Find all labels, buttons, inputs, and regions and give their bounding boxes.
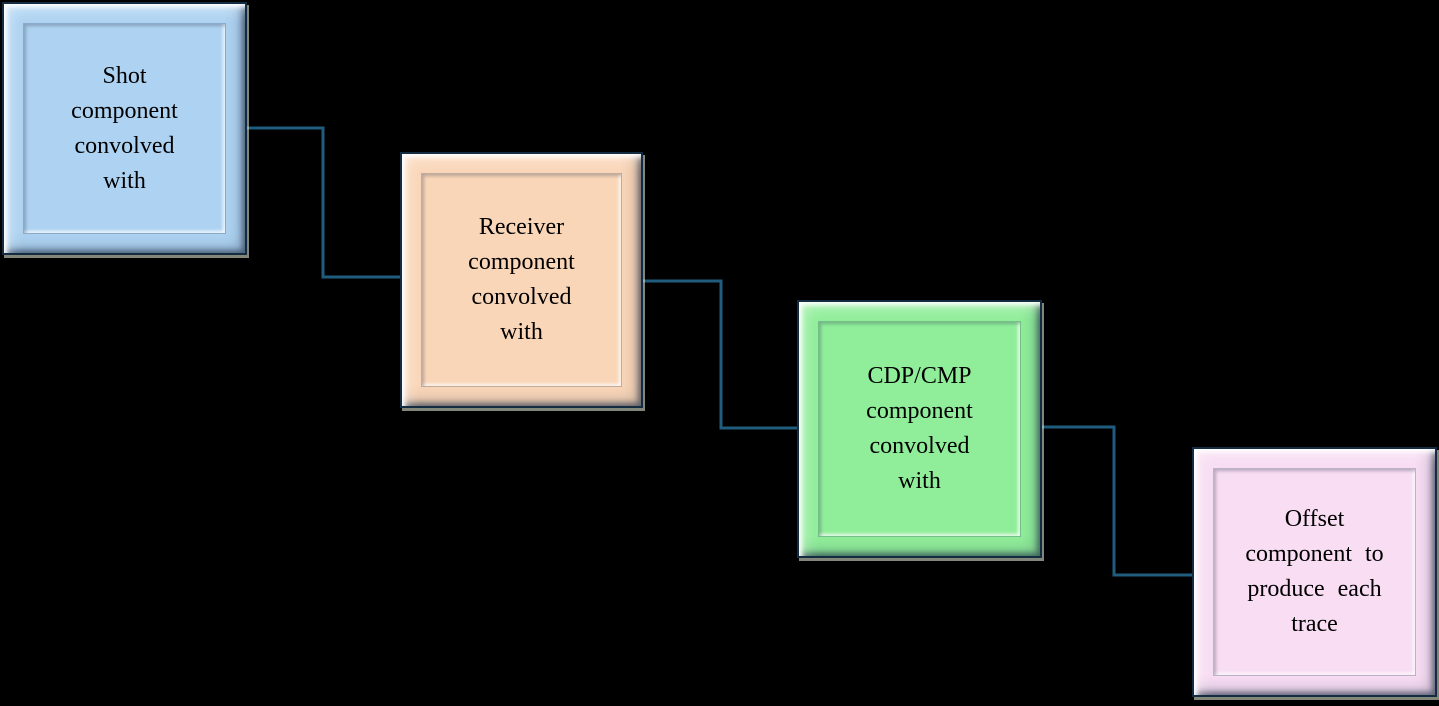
node-text-line: produce each bbox=[1247, 576, 1382, 602]
node-text-line: with bbox=[500, 319, 543, 345]
node-text-line: with bbox=[898, 468, 941, 494]
node-text-line: component bbox=[468, 249, 575, 275]
node-text-line: CDP/CMP bbox=[867, 363, 972, 389]
connector-receiver-to-cdpcmp bbox=[643, 279, 797, 430]
node-receiver-panel: Receiver component convolved with bbox=[421, 173, 622, 387]
node-text-line: convolved bbox=[471, 284, 572, 310]
node-receiver-component: Receiver component convolved with bbox=[400, 152, 643, 408]
connector-shot-to-receiver bbox=[247, 126, 400, 279]
connector-cdpcmp-to-offset bbox=[1042, 425, 1192, 577]
node-text-line: component to bbox=[1245, 541, 1384, 567]
node-text-line: Receiver bbox=[478, 214, 565, 240]
node-offset-component: Offset component to produce each trace bbox=[1192, 447, 1437, 697]
node-shot-component: Shot component convolved with bbox=[2, 2, 247, 255]
node-text-line: convolved bbox=[869, 433, 970, 459]
node-text-line: component bbox=[71, 97, 178, 124]
node-text-line: convolved bbox=[74, 132, 175, 159]
node-offset-panel: Offset component to produce each trace bbox=[1213, 468, 1416, 676]
node-text-line: Offset bbox=[1284, 506, 1345, 532]
node-shot-panel: Shot component convolved with bbox=[23, 23, 226, 234]
node-text-line: with bbox=[103, 167, 146, 194]
node-text-line: trace bbox=[1291, 611, 1338, 637]
node-text-line: Shot bbox=[102, 62, 147, 89]
node-cdp-cmp-component: CDP/CMP component convolved with bbox=[797, 300, 1042, 558]
node-cdp-cmp-panel: CDP/CMP component convolved with bbox=[818, 321, 1021, 537]
node-text-line: component bbox=[866, 398, 973, 424]
